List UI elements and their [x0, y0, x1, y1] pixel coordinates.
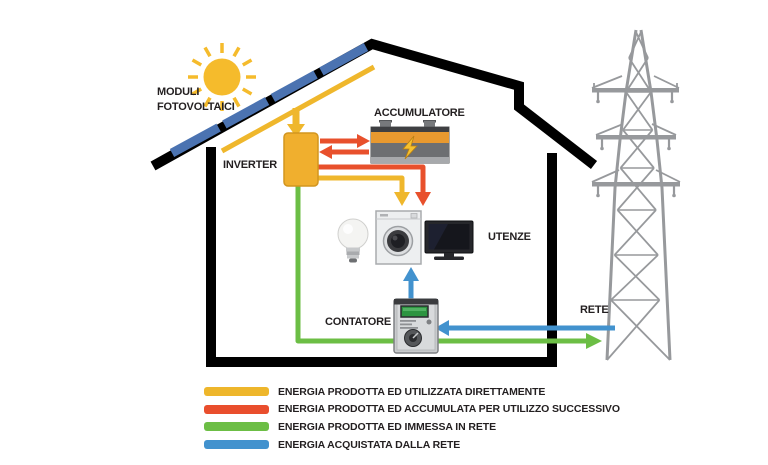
legend-label-direct-use: ENERGIA PRODOTTA ED UTILIZZATA DIRETTAME…	[278, 385, 546, 398]
battery-icon	[370, 120, 450, 164]
flow-stored-to-loads	[318, 164, 431, 206]
flow-meter-to-loads	[403, 267, 419, 299]
flow-grid-to-meter	[435, 320, 615, 336]
meter-icon	[393, 298, 439, 354]
sun-icon	[188, 43, 256, 111]
legend-item-feed-in: ENERGIA PRODOTTA ED IMMESSA IN RETE	[204, 418, 620, 436]
legend: ENERGIA PRODOTTA ED UTILIZZATA DIRETTAME…	[204, 383, 620, 453]
flow-inverter-to-battery	[320, 134, 370, 148]
legend-label-purchased: ENERGIA ACQUISTATA DALLA RETE	[278, 438, 461, 451]
pylon-icon	[591, 29, 681, 361]
flow-battery-to-inverter	[319, 145, 369, 159]
label-inverter: INVERTER	[223, 159, 278, 171]
label-loads: UTENZE	[488, 231, 531, 243]
legend-item-purchased: ENERGIA ACQUISTATA DALLA RETE	[204, 436, 620, 454]
legend-swatch-stored	[204, 404, 269, 414]
washing-machine-icon	[375, 210, 422, 265]
legend-item-direct-use: ENERGIA PRODOTTA ED UTILIZZATA DIRETTAME…	[204, 383, 620, 401]
solar-panel-icon	[169, 43, 369, 157]
flow-feed-in-to-grid	[295, 186, 602, 349]
label-battery: ACCUMULATORE	[374, 107, 465, 119]
legend-label-stored: ENERGIA PRODOTTA ED ACCUMULATA PER UTILI…	[278, 403, 620, 416]
label-modules-line1: MODULI	[157, 86, 200, 98]
legend-swatch-purchased	[204, 440, 269, 450]
label-modules-line2: FOTOVOLTAICI	[157, 101, 235, 113]
tv-icon	[424, 220, 474, 260]
legend-swatch-feed-in	[204, 422, 269, 432]
legend-swatch-direct-use	[204, 387, 269, 397]
flow-panels-to-inverter	[287, 108, 305, 137]
legend-item-stored: ENERGIA PRODOTTA ED ACCUMULATA PER UTILI…	[204, 401, 620, 419]
inverter-box-icon	[283, 132, 319, 187]
label-meter: CONTATORE	[325, 316, 392, 328]
legend-label-feed-in: ENERGIA PRODOTTA ED IMMESSA IN RETE	[278, 420, 496, 433]
label-grid: RETE	[580, 304, 609, 316]
lightbulb-icon	[337, 218, 369, 263]
flow-direct-to-loads	[318, 175, 410, 206]
